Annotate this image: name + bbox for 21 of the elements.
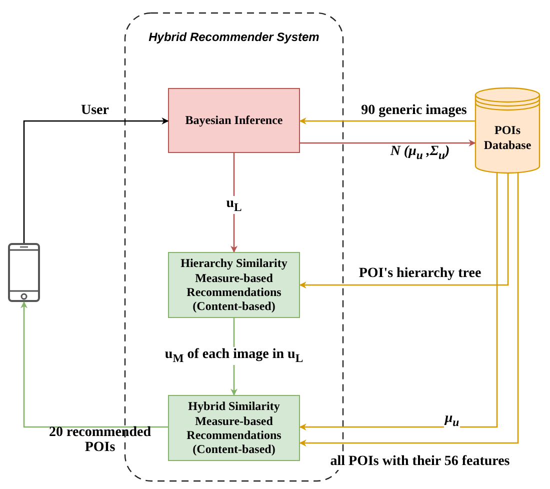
edge-label: all POIs with their 56 features (329, 454, 511, 470)
arrow (300, 140, 476, 146)
edge-label: POI's hierarchy tree (358, 266, 482, 282)
arrow (299, 118, 475, 124)
edge-label: u$_{M}$ of each image in u$_{L}$ (164, 346, 304, 366)
edge-label: N (μ$_{u}$ ,Σ$_{u}$) (389, 144, 451, 162)
edge-label: 20 recommended POIs (48, 424, 152, 456)
arrow (299, 173, 509, 288)
edge-label: u$_{L}$ (225, 196, 243, 214)
node-label: Bayesian Inference (185, 113, 283, 128)
process-box (168, 395, 300, 461)
process-box (168, 252, 300, 318)
edge-label: 90 generic images (360, 103, 468, 119)
group-title: Hybrid Recommender System (148, 30, 320, 44)
node-label: Hybrid Similarity Measure-based Recommendations (Content-based) (186, 399, 282, 457)
node-label: Hierarchy Similarity Measure-based Recommendations (Content-based) (180, 256, 288, 314)
arrow (230, 153, 238, 253)
arrow (20, 301, 168, 428)
process-box (168, 88, 300, 153)
arrow (23, 118, 169, 243)
node-label: POIs Database (482, 123, 532, 152)
